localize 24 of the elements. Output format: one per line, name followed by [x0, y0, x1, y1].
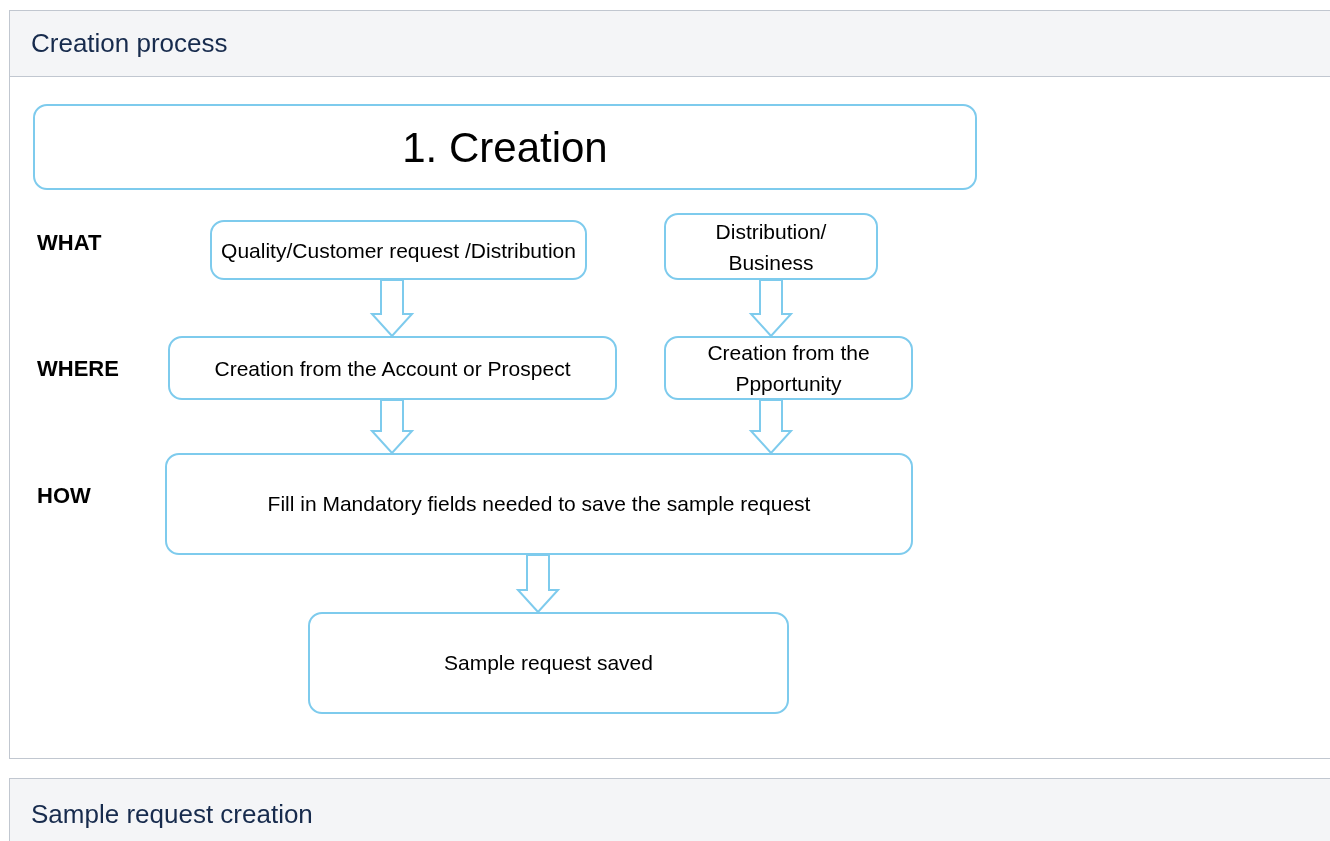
process-box — [33, 104, 977, 190]
box-text: Creation from the Account or Prospect — [214, 355, 571, 382]
box-text: Creation from the Ppportunity — [706, 340, 871, 397]
box-text: Distribution/ Business — [714, 218, 828, 276]
panel-title: Sample request creation — [31, 798, 313, 831]
block-arrow — [369, 279, 415, 338]
row-label: WHAT — [37, 229, 102, 257]
box-text: Sample request saved — [444, 650, 653, 677]
block-arrow — [748, 279, 794, 338]
box-text: Quality/Customer request /Distribution — [221, 237, 576, 264]
panel-title: Creation process — [31, 27, 228, 60]
process-box — [168, 336, 617, 400]
block-arrow — [748, 399, 794, 455]
box-text: Fill in Mandatory fields needed to save the sample request — [267, 491, 811, 518]
process-box — [664, 336, 913, 400]
process-box — [210, 220, 587, 280]
box-text: 1. Creation — [402, 122, 608, 173]
process-box — [308, 612, 789, 714]
process-box — [165, 453, 913, 555]
block-arrow — [369, 399, 415, 455]
row-label: WHERE — [37, 355, 119, 383]
row-label: HOW — [37, 482, 91, 510]
process-box — [664, 213, 878, 280]
block-arrow — [515, 554, 561, 614]
